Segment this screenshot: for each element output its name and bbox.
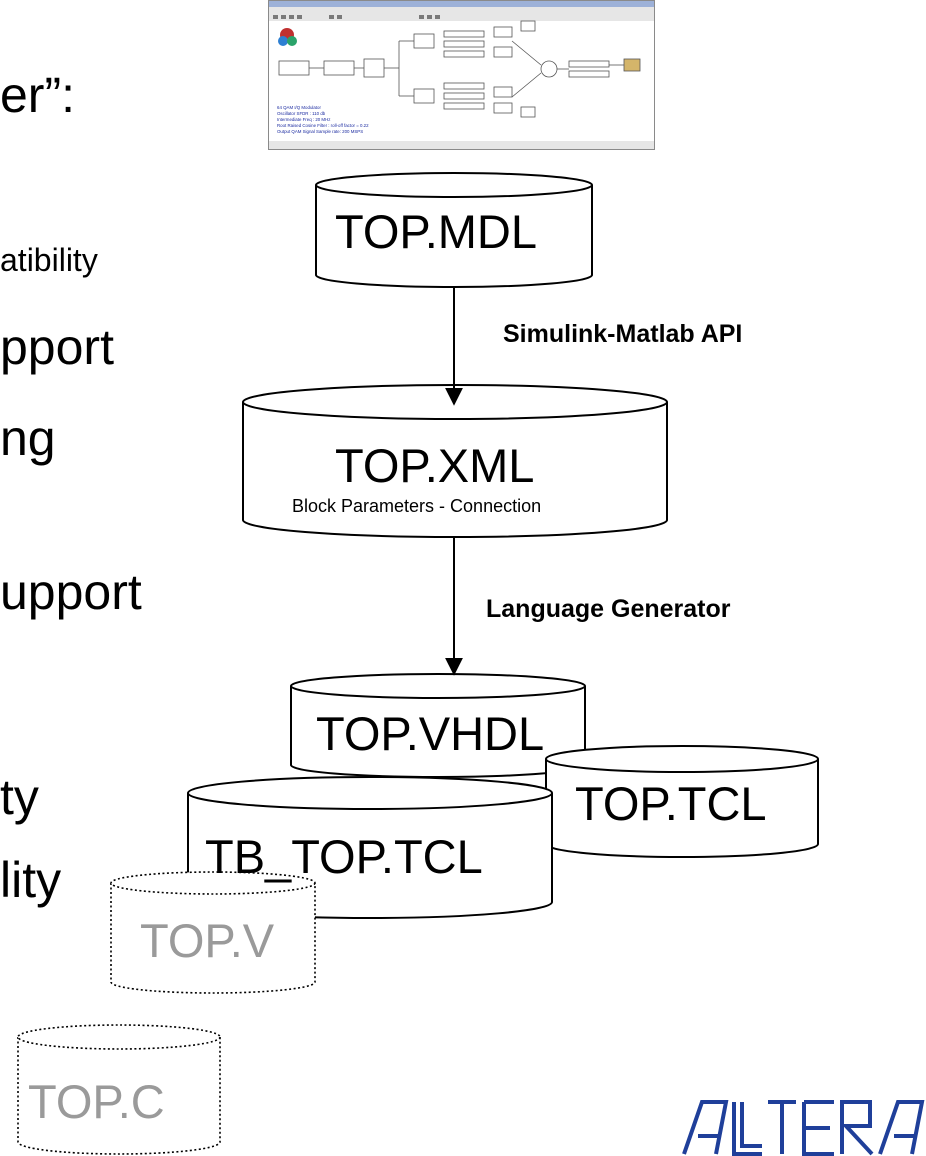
bullet-fragment-4: ng xyxy=(0,410,56,466)
v-label: TOP.V xyxy=(140,914,275,967)
v-cylinder-top xyxy=(110,871,316,895)
bullet-fragment-7: lity xyxy=(0,852,62,908)
c-cylinder xyxy=(17,1037,221,1155)
model-logo-icon xyxy=(278,28,297,46)
bullet-fragment-5: upport xyxy=(0,564,142,620)
mdl-cylinder xyxy=(315,185,593,288)
tcl-cylinder-top xyxy=(545,745,819,773)
screenshot-line-5: Output QAM Signal Sample rate: 200 MSPS xyxy=(277,129,363,134)
tb-tcl-cylinder-top xyxy=(187,776,553,810)
screenshot-line-4: Root Raised Cosine Filter : roll-off fac… xyxy=(277,123,369,128)
mdl-label: TOP.MDL xyxy=(335,205,537,258)
c-cylinder-top xyxy=(17,1024,221,1050)
screenshot-line-1: 64 QAM I/Q Modulator xyxy=(277,105,321,110)
tcl-cylinder xyxy=(545,759,819,858)
simulink-model-drawing: 64 QAM I/Q Modulator Oscillator SFDR : 1… xyxy=(269,1,654,149)
screenshot-line-2: Oscillator SFDR : 110 db xyxy=(277,111,326,116)
scope-icon xyxy=(609,58,641,72)
xml-cylinder xyxy=(242,402,668,538)
mdl-cylinder-top xyxy=(315,172,593,198)
altera-logo-icon xyxy=(682,1100,925,1156)
tcl-label: TOP.TCL xyxy=(575,777,767,830)
bullet-fragment-3: pport xyxy=(0,319,114,375)
xml-sublabel: Block Parameters - Connection xyxy=(292,496,542,516)
simulink-screenshot: 64 QAM I/Q Modulator Oscillator SFDR : 1… xyxy=(268,0,655,150)
xml-label: TOP.XML xyxy=(335,439,535,492)
tb-tcl-label: TB_TOP.TCL xyxy=(205,830,483,883)
bullet-fragment-2: atibility xyxy=(0,242,98,278)
api-label: Simulink-Matlab API xyxy=(503,320,743,348)
v-cylinder xyxy=(110,883,316,994)
altera-logo xyxy=(676,1096,926,1156)
c-label: TOP.C xyxy=(28,1075,165,1128)
vhdl-cylinder-top xyxy=(290,673,586,699)
generator-label: Language Generator xyxy=(486,595,731,623)
vhdl-label: TOP.VHDL xyxy=(316,707,545,760)
bullet-fragment-6: ty xyxy=(0,769,39,825)
screenshot-line-3: Intermediate Freq : 20 MHz xyxy=(277,117,330,122)
bullet-fragment-1: er”: xyxy=(0,67,75,123)
